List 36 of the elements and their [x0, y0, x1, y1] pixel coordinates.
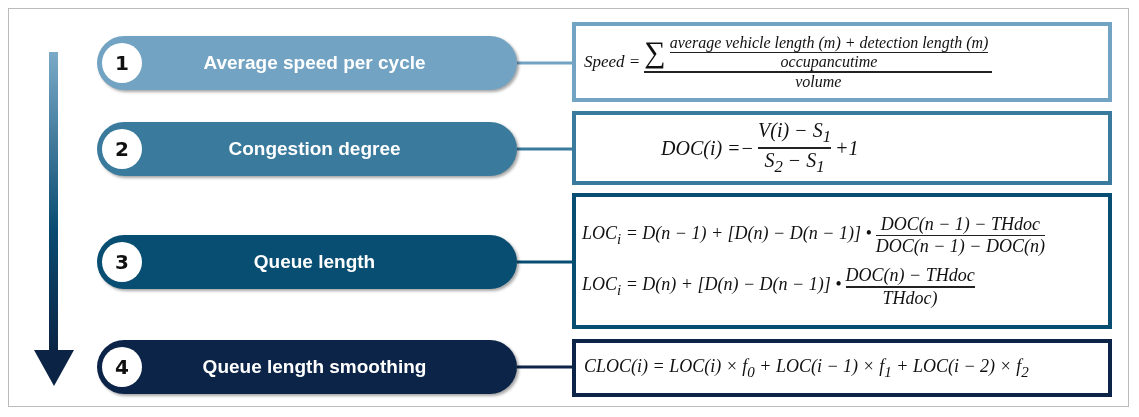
- formula-text: THdoc): [882, 287, 938, 309]
- formula-text: LOC$_{i}$ = D(n − 1) + [D(n) − D(n − 1)] •: [582, 222, 872, 248]
- formula-text: average vehicle length (m) + detection length (m): [669, 33, 989, 52]
- connector-line: [517, 260, 572, 264]
- formula-text: DOC(n) − THdoc: [845, 265, 975, 286]
- step-title: Average speed per cycle: [202, 52, 427, 74]
- formula-box: [572, 339, 1112, 397]
- formula-text: +1: [835, 136, 859, 160]
- formula-text: DOC(n − 1) − THdoc: [880, 213, 1040, 235]
- formula-text: volume: [795, 72, 842, 91]
- formula-box: [572, 22, 1112, 102]
- step-number: 4: [102, 347, 142, 387]
- formula-text: V(i) − S$_{1}$: [758, 119, 832, 148]
- formula-text: occupancutime: [780, 53, 878, 71]
- connector-line: [517, 365, 572, 369]
- formula-text: ∑: [644, 35, 666, 70]
- formula-box: [572, 111, 1112, 185]
- step-pill: [97, 340, 517, 394]
- formula-text: DOC(i) =−: [661, 136, 755, 160]
- connector-line: [517, 61, 572, 65]
- formula-text: DOC(n − 1) − DOC(n): [875, 236, 1045, 257]
- step-pill: [97, 235, 517, 289]
- formula-text: S$_{2}$ − S$_{1}$: [764, 148, 825, 177]
- step-title: Queue length smoothing: [201, 356, 428, 378]
- formula-text: CLOC(i) = LOC(i) × f$_{0}$ + LOC(i − 1) × f$_{1}$ + LOC(i − 2) × f$_{2}$: [584, 355, 1029, 381]
- step-number: 2: [102, 129, 142, 169]
- step-number: 3: [102, 242, 142, 282]
- step-title: Queue length: [252, 251, 377, 273]
- formula-text: Speed =: [584, 52, 641, 72]
- step-number: 1: [102, 43, 142, 83]
- connector-line: [517, 147, 572, 151]
- formula-text: LOC$_{i}$ = D(n) + [D(n) − D(n − 1)] •: [582, 274, 842, 300]
- step-pill: [97, 36, 517, 90]
- step-title: Congestion degree: [227, 138, 402, 160]
- step-pill: [97, 122, 517, 176]
- formula-box: [572, 193, 1112, 329]
